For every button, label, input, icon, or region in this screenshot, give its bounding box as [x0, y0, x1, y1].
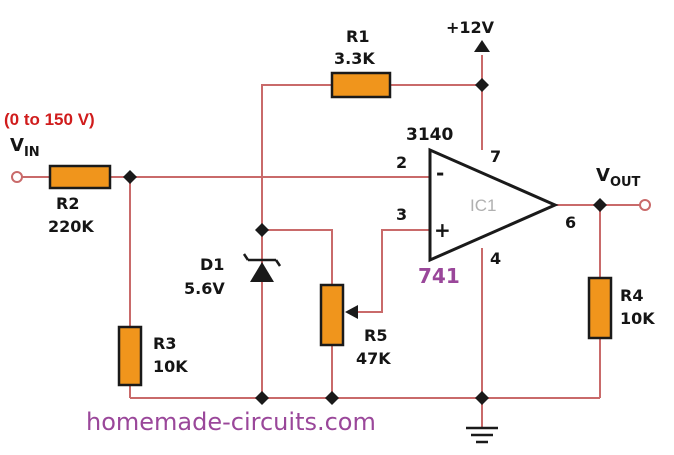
r3-value: 10K — [153, 357, 188, 376]
junction-node — [255, 391, 269, 405]
op-amp-icon — [428, 147, 559, 263]
pin-6-label: 6 — [565, 213, 576, 232]
r4-name: R4 — [620, 286, 643, 305]
r3-name: R3 — [153, 334, 176, 353]
r5-value: 47K — [356, 349, 391, 368]
pin-3-label: 3 — [396, 205, 407, 224]
wiper-wire — [356, 229, 430, 313]
junction-node — [475, 78, 489, 92]
opamp-part-top: 3140 — [406, 125, 453, 145]
wiper-arrow-icon — [345, 305, 358, 319]
junction-node — [325, 391, 339, 405]
junction-node — [475, 391, 489, 405]
vin-label: VIN — [10, 135, 40, 160]
ground-icon — [466, 426, 498, 444]
vout-main: V — [596, 165, 610, 186]
d1-name: D1 — [200, 255, 224, 274]
d1-value: 5.6V — [184, 279, 225, 298]
opamp-name: IC1 — [470, 196, 496, 215]
junction-node — [593, 198, 607, 212]
watermark: homemade-circuits.com — [86, 408, 376, 436]
wires — [22, 55, 640, 428]
supply-label: +12V — [446, 18, 495, 37]
plus-sign: + — [434, 218, 451, 242]
r3-resistor — [117, 325, 143, 387]
output-terminal — [639, 199, 651, 211]
input-terminal — [11, 171, 23, 183]
r4-value: 10K — [620, 309, 655, 328]
reference-wire — [262, 229, 333, 398]
r4-resistor — [587, 276, 613, 340]
r1-name: R1 — [346, 27, 369, 46]
r5-potentiometer — [319, 283, 345, 347]
r2-name: R2 — [56, 194, 79, 213]
vin-subscript: IN — [24, 145, 40, 160]
r1-wire — [261, 84, 482, 398]
opamp-part-alt: 741 — [418, 264, 460, 288]
supply-arrow-icon — [474, 40, 490, 52]
pin-4-label: 4 — [490, 249, 501, 268]
junction-node — [123, 170, 137, 184]
r1-resistor — [330, 71, 392, 99]
junction-node — [255, 223, 269, 237]
vout-label: VOUT — [596, 165, 641, 190]
r5-name: R5 — [364, 326, 387, 345]
pin-7-label: 7 — [490, 147, 501, 166]
vin-main: V — [10, 135, 24, 156]
pin-2-label: 2 — [396, 153, 407, 172]
r1-value: 3.3K — [334, 49, 375, 68]
r2-resistor — [48, 164, 112, 190]
zener-diode-icon — [242, 253, 282, 282]
vout-subscript: OUT — [610, 175, 641, 190]
r2-value: 220K — [48, 217, 94, 236]
junction-nodes — [123, 78, 607, 405]
minus-sign: - — [436, 161, 444, 185]
input-range-label: (0 to 150 V) — [4, 110, 95, 129]
